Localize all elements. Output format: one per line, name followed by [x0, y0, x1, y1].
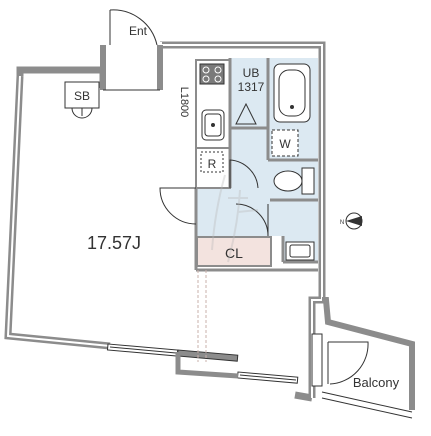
watermark-logo [211, 174, 259, 263]
kitchen: L1800 [178, 59, 231, 151]
washbasin-icon [285, 241, 315, 261]
kitchen-length-label: L1800 [178, 87, 190, 118]
shoe-box: SB [64, 81, 100, 119]
washer-label: W [279, 137, 291, 151]
entrance-label: Ent [129, 24, 148, 38]
unit-bath-size-label: 1317 [238, 80, 265, 94]
refrigerator-label: R [208, 157, 217, 171]
south-windows [106, 343, 299, 384]
refrigerator: R [195, 147, 231, 189]
entrance-door: Ent [100, 9, 163, 91]
bathtub-icon [273, 63, 311, 123]
stove-icon [199, 63, 225, 85]
svg-text:N: N [340, 220, 344, 226]
balcony: Balcony [311, 297, 415, 419]
room-area-label: 17.57J [87, 233, 141, 253]
washer-space: W [271, 129, 299, 157]
sink-icon [201, 109, 225, 141]
interior-doors [159, 159, 269, 237]
toilet-icon [273, 167, 315, 195]
north-arrow-icon: N [340, 212, 363, 230]
interior-walls [194, 58, 318, 272]
closet-label: CL [225, 245, 243, 261]
unit-bath: UB 1317 [235, 63, 311, 125]
unit-bath-label: UB [243, 66, 260, 80]
sliding-partition [197, 270, 207, 362]
balcony-label: Balcony [353, 375, 400, 390]
shoe-box-label: SB [74, 89, 90, 103]
